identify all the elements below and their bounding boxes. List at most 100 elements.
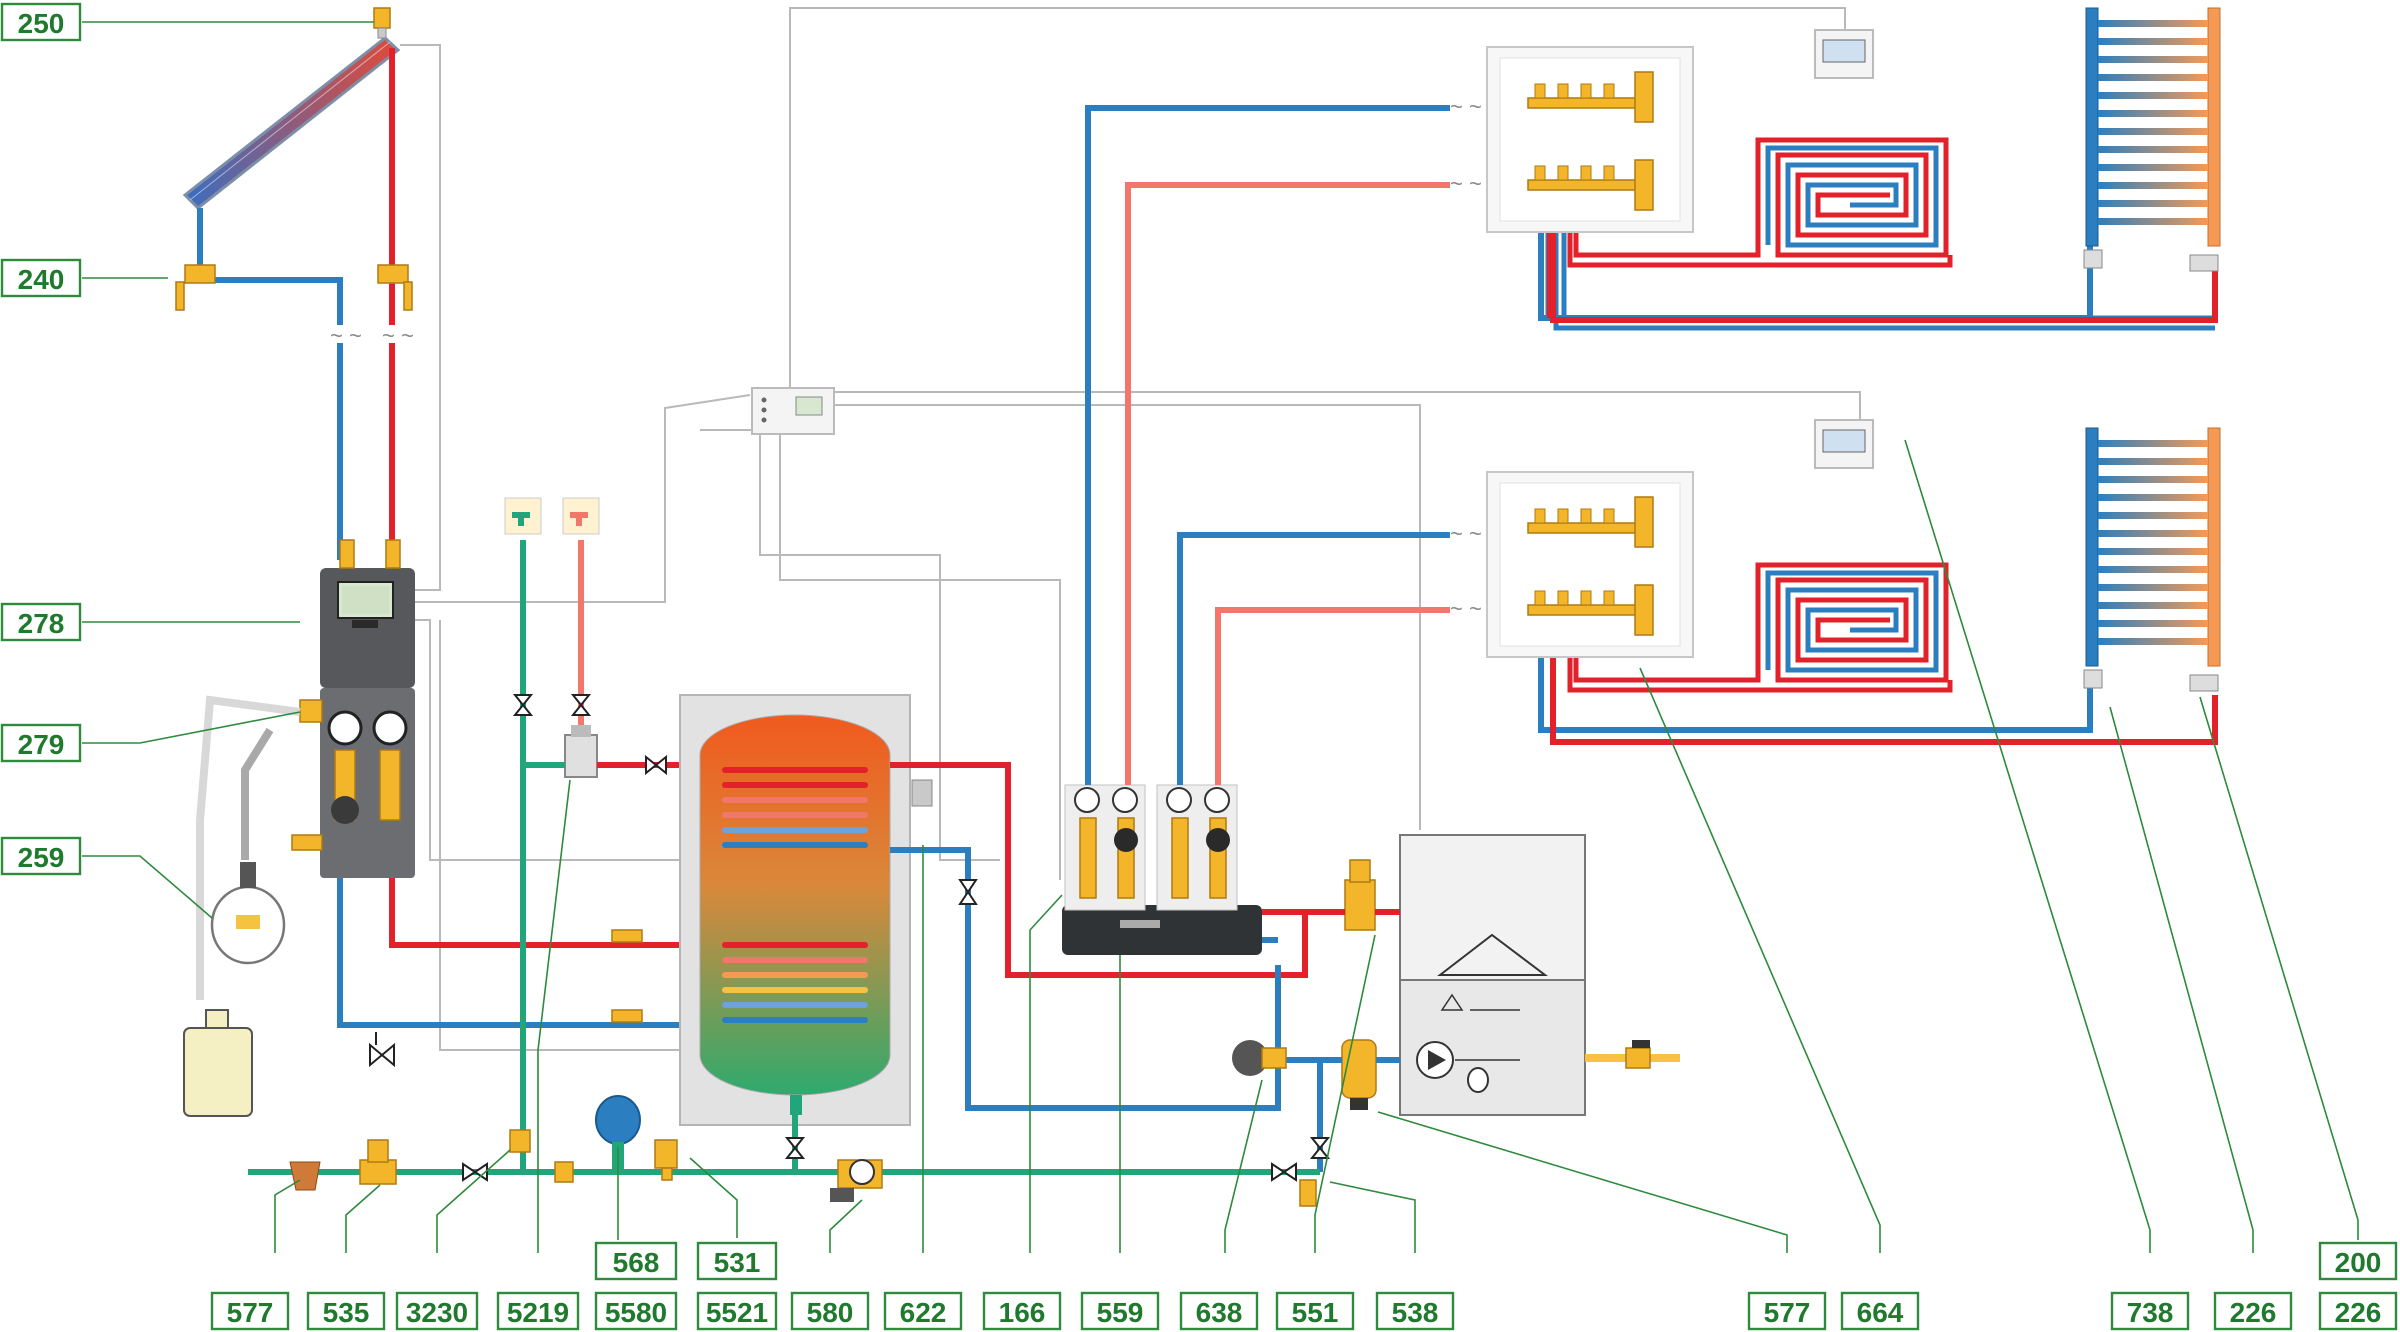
manifold-cabinet-lower <box>1486 471 1694 658</box>
label-226-right-text: 226 <box>2335 1297 2382 1328</box>
control-wiring <box>400 7 1861 1051</box>
dhw-storage-tank <box>611 694 933 1126</box>
room-thermostat-lower <box>1814 419 1874 469</box>
label-622: 622 <box>883 1291 963 1331</box>
label-622-text: 622 <box>900 1297 947 1328</box>
label-250-text: 250 <box>18 8 65 39</box>
solar-pump-station <box>291 539 415 878</box>
svg-text:~ ~: ~ ~ <box>1450 596 1482 621</box>
label-5219: 5219 <box>496 1291 580 1331</box>
shutoff-valve-240-left <box>175 264 216 311</box>
svg-text:~ ~: ~ ~ <box>1450 171 1482 196</box>
label-738-text: 738 <box>2127 1297 2174 1328</box>
svg-text:~ ~: ~ ~ <box>330 323 362 348</box>
label-538-text: 538 <box>1392 1297 1439 1328</box>
hydraulic-separator-559 <box>1062 905 1262 955</box>
collector-tank <box>183 1009 253 1117</box>
label-568-text: 568 <box>613 1247 660 1278</box>
leader-lines <box>82 21 2359 1253</box>
towel-radiator-lower <box>2083 427 2221 692</box>
label-5580: 5580 <box>594 1291 678 1331</box>
main-shutoff-valve <box>462 1162 488 1182</box>
strainer-filter <box>289 1161 321 1191</box>
pressure-reducer-535 <box>359 1139 397 1185</box>
safety-valve-531 <box>654 1139 678 1181</box>
underfloor-loop-lower <box>1567 562 1953 693</box>
label-664-text: 664 <box>1857 1297 1904 1328</box>
label-577-right: 577 <box>1747 1291 1827 1331</box>
label-278: 278 <box>0 602 82 642</box>
label-3230: 3230 <box>395 1291 479 1331</box>
label-3230-text: 3230 <box>406 1297 468 1328</box>
pump-group-166-a <box>1064 784 1146 911</box>
label-568: 568 <box>594 1241 678 1281</box>
svg-text:~ ~: ~ ~ <box>1450 94 1482 119</box>
label-559: 559 <box>1080 1291 1160 1331</box>
safety-valve-group-551 <box>1344 859 1376 931</box>
label-278-text: 278 <box>18 608 65 639</box>
label-664: 664 <box>1840 1291 1920 1331</box>
label-5219-text: 5219 <box>507 1297 569 1328</box>
label-531-text: 531 <box>714 1247 761 1278</box>
label-580-text: 580 <box>807 1297 854 1328</box>
hot-tap-icon <box>562 497 600 535</box>
svg-text:~ ~: ~ ~ <box>382 323 414 348</box>
tank-valves <box>784 879 978 1159</box>
boiler-valves <box>1309 1137 1331 1159</box>
label-559-text: 559 <box>1097 1297 1144 1328</box>
main-valve-right <box>1271 1162 1317 1207</box>
label-166-text: 166 <box>999 1297 1046 1328</box>
label-5521-text: 5521 <box>706 1297 768 1328</box>
shutoff-valve-240-right <box>377 264 413 311</box>
label-226-left-text: 226 <box>2230 1297 2277 1328</box>
label-577-left-text: 577 <box>227 1297 274 1328</box>
expansion-vessel-259 <box>210 862 286 965</box>
label-638-text: 638 <box>1196 1297 1243 1328</box>
drain-valve <box>369 1032 395 1068</box>
label-551-text: 551 <box>1292 1297 1339 1328</box>
svg-text:~ ~: ~ ~ <box>1450 521 1482 546</box>
boiler-unit <box>1399 834 1586 1116</box>
label-535: 535 <box>306 1291 386 1331</box>
label-577-right-text: 577 <box>1764 1297 1811 1328</box>
label-200-text: 200 <box>2335 1247 2382 1278</box>
label-577-left: 577 <box>210 1291 290 1331</box>
towel-radiator-upper <box>2083 7 2221 272</box>
mixing-valve-638 <box>1232 1040 1287 1076</box>
label-166: 166 <box>982 1291 1062 1331</box>
filling-unit-580 <box>830 1159 883 1202</box>
system-controller <box>751 387 835 435</box>
label-551: 551 <box>1275 1291 1355 1331</box>
label-279-text: 279 <box>18 729 65 760</box>
label-638: 638 <box>1179 1291 1259 1331</box>
label-240: 240 <box>0 258 82 298</box>
gas-valve <box>1625 1040 1651 1069</box>
check-valve-3230 <box>509 1129 531 1153</box>
label-226-right: 226 <box>2318 1291 2398 1331</box>
label-240-text: 240 <box>18 264 65 295</box>
label-5521: 5521 <box>696 1291 778 1331</box>
label-5580-text: 5580 <box>605 1297 667 1328</box>
manifold-cabinet-upper <box>1486 46 1694 233</box>
label-738: 738 <box>2110 1291 2190 1331</box>
room-thermostat-upper <box>1814 29 1874 79</box>
fitting-5521 <box>554 1161 574 1183</box>
label-259-text: 259 <box>18 842 65 873</box>
tap-valves <box>512 694 667 776</box>
label-535-text: 535 <box>323 1297 370 1328</box>
label-279: 279 <box>0 723 82 763</box>
label-226-left: 226 <box>2213 1291 2293 1331</box>
solar-collector <box>182 36 401 211</box>
label-250: 250 <box>0 2 82 42</box>
label-259: 259 <box>0 836 82 876</box>
label-580: 580 <box>790 1291 870 1331</box>
cold-tap-icon <box>504 497 542 535</box>
air-vent-250 <box>373 7 391 39</box>
label-200: 200 <box>2318 1241 2398 1281</box>
label-531: 531 <box>696 1241 778 1281</box>
dirt-separator-538 <box>1341 1039 1377 1110</box>
thermostatic-mixing-valve <box>564 725 598 778</box>
label-538: 538 <box>1375 1291 1455 1331</box>
pump-group-166-b <box>1156 784 1238 911</box>
